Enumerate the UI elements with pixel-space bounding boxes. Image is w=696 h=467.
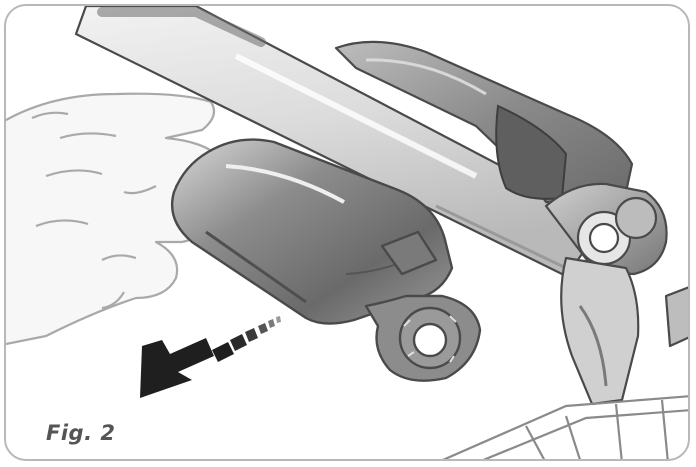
removal-arrow-icon: [140, 316, 281, 398]
assembly-illustration: [6, 6, 688, 459]
tube-icon: [74, 6, 608, 278]
base-rail-icon: [442, 395, 688, 459]
figure-frame: Fig. 2: [4, 4, 690, 461]
hinge-icon: [544, 182, 688, 406]
clip-cover-icon: [170, 138, 482, 382]
figure-label: Fig. 2: [46, 421, 116, 445]
